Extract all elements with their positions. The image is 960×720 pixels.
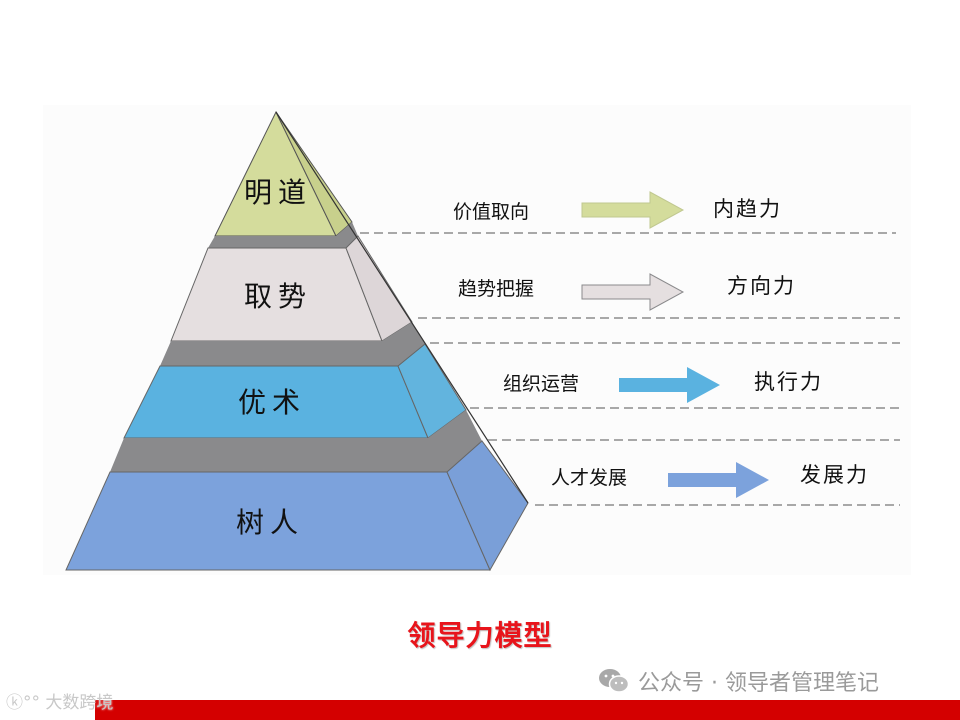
- description-2: 趋势把握: [458, 278, 534, 300]
- right-arrow-icon: [668, 462, 769, 498]
- layer-label-4: 树人: [236, 506, 304, 539]
- watermark: 公众号 · 领导者管理笔记: [598, 666, 879, 696]
- force-label-3: 执行力: [754, 370, 823, 394]
- pyramid-layer-3: [110, 343, 482, 472]
- dashed-separators: [360, 232, 900, 506]
- description-4: 人才发展: [551, 467, 627, 489]
- layer-label-1: 明道: [244, 176, 312, 209]
- pyramid-layer-2: [160, 235, 425, 366]
- pyramid-layer-4: [65, 440, 529, 572]
- force-label-1: 内趋力: [713, 197, 782, 221]
- right-arrow-icon: [619, 367, 720, 403]
- wechat-icon: [598, 668, 630, 694]
- force-label-2: 方向力: [727, 274, 796, 298]
- description-1: 价值取向: [453, 201, 529, 223]
- logo-watermark: ⓚ°° 大数跨境: [6, 688, 113, 713]
- diagram-title: 领导力模型: [407, 619, 553, 652]
- layer-label-3: 优术: [238, 386, 306, 419]
- logo-text: 大数跨境: [45, 693, 114, 713]
- footer-red-bar: [95, 700, 960, 720]
- right-arrow-icon: [581, 273, 685, 311]
- layer-label-2: 取势: [244, 280, 312, 313]
- force-label-4: 发展力: [800, 463, 869, 487]
- right-arrow-icon: [581, 191, 685, 229]
- logo-icon: ⓚ°°: [6, 693, 46, 713]
- watermark-text: 公众号 · 领导者管理笔记: [638, 671, 879, 696]
- description-3: 组织运营: [503, 373, 579, 395]
- pyramid-layer-1: [208, 110, 358, 248]
